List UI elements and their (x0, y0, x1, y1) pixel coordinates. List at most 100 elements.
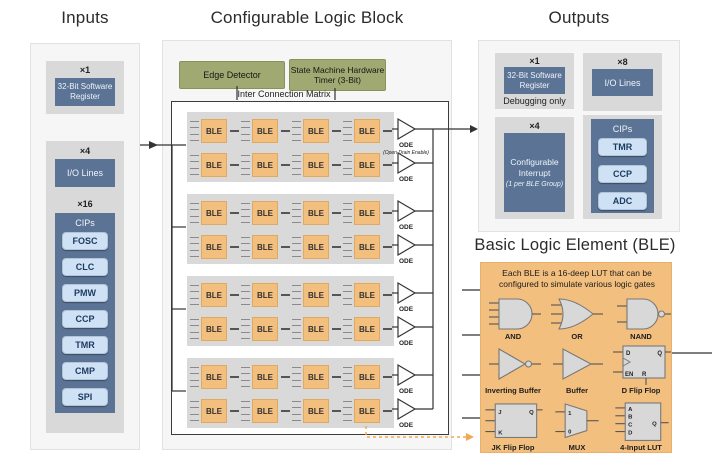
ble-output-dash (281, 130, 290, 132)
ble-box: BLE (354, 317, 380, 341)
outputs-io-count: ×8 (617, 57, 628, 67)
inverting-buffer-icon (489, 348, 541, 380)
state-machine-box: State Machine Hardware Timer (3-Bit) (289, 59, 386, 91)
ble-input-pins-icon (292, 284, 301, 306)
ble-cell: BLE (343, 365, 394, 389)
ble-cell: BLE (292, 283, 343, 307)
ble-box: BLE (252, 153, 278, 177)
ble-cell: BLE (292, 235, 343, 259)
d-flip-flop-gate: D Q EN R D Flip Flop (609, 343, 673, 401)
input-cip-pmw-chip: PMW (62, 284, 108, 302)
ble-box: BLE (252, 283, 278, 307)
ble-input-pins-icon (343, 236, 352, 258)
and-gate-icon (489, 298, 541, 330)
ble-input-pins-icon (292, 120, 301, 142)
ble-output-dash (332, 376, 341, 378)
input-cip-cmp-chip: CMP (62, 362, 108, 380)
lut-label: 4-Input LUT (620, 443, 662, 453)
outputs-register-note: Debugging only (503, 96, 566, 106)
ble-cell: BLE (241, 201, 292, 225)
outputs-io-label: I/O Lines (592, 69, 653, 96)
ble-box: BLE (354, 283, 380, 307)
ble-box: BLE (201, 283, 227, 307)
input-arrowhead-icon (149, 141, 158, 149)
lut-pin-q: Q (652, 422, 657, 428)
buffer-gate: Buffer (545, 343, 609, 401)
ble-output-dash (332, 164, 341, 166)
ble-output-dash (281, 294, 290, 296)
outputs-interrupt-inner: Configurable Interrupt (1 per BLE Group) (504, 133, 565, 212)
outputs-interrupt-count: ×4 (529, 121, 540, 131)
ble-output-dash (383, 410, 392, 412)
ble-input-pins-icon (190, 120, 199, 142)
ble-output-dash (281, 164, 290, 166)
ble-output-dash (383, 294, 392, 296)
ble-output-dash (281, 212, 290, 214)
input-cip-spi-chip: SPI (62, 388, 108, 406)
ble-output-dash (383, 164, 392, 166)
ble-box: BLE (252, 317, 278, 341)
ble-cell: BLE (343, 235, 394, 259)
ble-output-dash (230, 328, 239, 330)
ble-box: BLE (201, 201, 227, 225)
ble-cell: BLE (292, 399, 343, 423)
ble-cell: BLE (241, 283, 292, 307)
inverting-buffer-label: Inverting Buffer (485, 386, 541, 395)
lut-pin-b: B (628, 415, 632, 421)
ble-cell: BLE (190, 317, 241, 341)
ble-box: BLE (303, 201, 329, 225)
ble-cell: BLE (343, 317, 394, 341)
ble-cell: BLE (241, 153, 292, 177)
lut-icon: A B C D Q (615, 402, 669, 441)
jk-flip-flop-label: JK Flip Flop (491, 443, 535, 453)
inputs-title: Inputs (61, 8, 109, 27)
or-gate: OR (545, 295, 609, 343)
nand-gate: NAND (609, 295, 673, 343)
dff-pin-en: EN (625, 372, 633, 378)
ble-box: BLE (252, 201, 278, 225)
jk-pin-k: K (498, 431, 503, 437)
ble-cell: BLE (343, 399, 394, 423)
ble-input-pins-icon (190, 318, 199, 340)
ble-callout-arrowhead-icon (466, 433, 474, 441)
and-gate: AND (481, 295, 545, 343)
input-cip-clc-chip: CLC (62, 258, 108, 276)
ble-input-pins-icon (343, 366, 352, 388)
dff-pin-q: Q (657, 351, 662, 357)
inputs-register-label: 32-Bit Software Register (55, 78, 115, 106)
output-cip-tmr-chip: TMR (598, 138, 647, 156)
ble-box: BLE (201, 317, 227, 341)
ble-box: BLE (354, 119, 380, 143)
ble-input-pins-icon (292, 318, 301, 340)
ble-input-pins-icon (292, 202, 301, 224)
ble-output-dash (383, 212, 392, 214)
ble-box: BLE (354, 201, 380, 225)
ble-cell: BLE (190, 399, 241, 423)
ble-cell: BLE (190, 365, 241, 389)
ble-input-pins-icon (292, 236, 301, 258)
inputs-register-count: ×1 (79, 65, 91, 75)
ble-box: BLE (354, 365, 380, 389)
ble-box: BLE (303, 399, 329, 423)
or-gate-label: OR (571, 332, 583, 341)
gates-grid: AND OR NAND (481, 295, 673, 453)
ble-cell: BLE (292, 201, 343, 225)
ble-cell: BLE (241, 365, 292, 389)
ble-box: BLE (201, 119, 227, 143)
dff-pin-r: R (642, 372, 647, 378)
ble-cell: BLE (241, 119, 292, 143)
ble-cell: BLE (343, 153, 394, 177)
outputs-interrupt-box: ×4 Configurable Interrupt (1 per BLE Gro… (495, 117, 574, 219)
ble-output-dash (332, 410, 341, 412)
input-cip-tmr-chip: TMR (62, 336, 108, 354)
inputs-cips-count: ×16 (77, 199, 93, 209)
ble-cell: BLE (190, 153, 241, 177)
